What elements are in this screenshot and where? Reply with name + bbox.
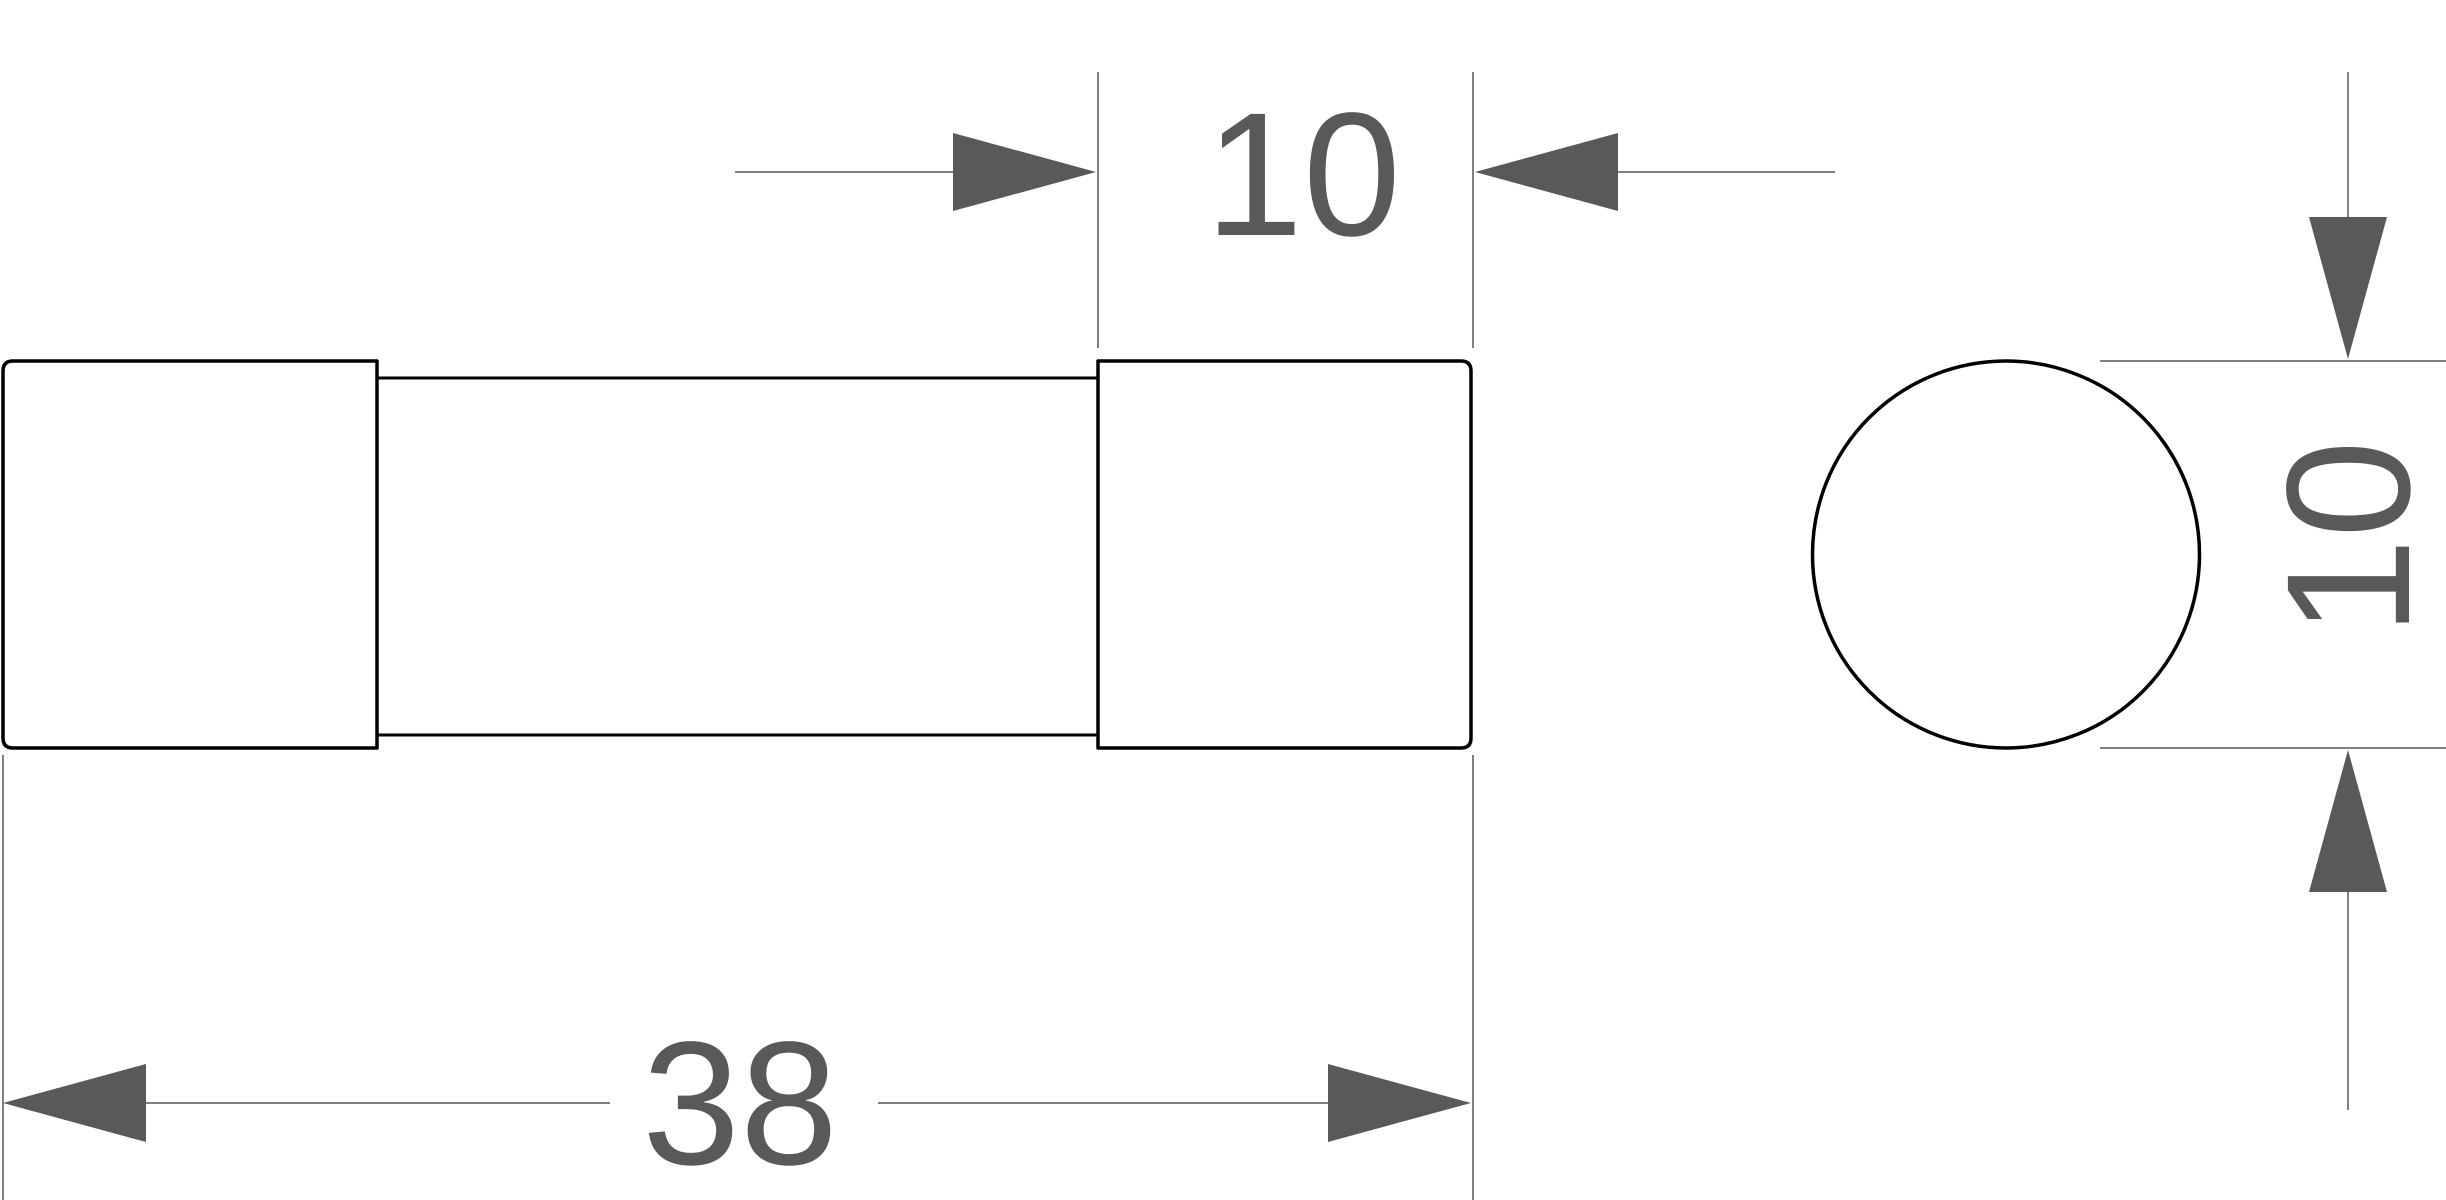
fuse-side-view bbox=[1, 359, 1473, 750]
dimension-arrows-group bbox=[3, 133, 2387, 1142]
overall-length-dimension-label: 38 bbox=[642, 1006, 838, 1200]
arrowhead-left-icon bbox=[1475, 133, 1618, 211]
right-end-cap bbox=[1096, 359, 1473, 750]
dimension-labels-group: 10 38 10 bbox=[642, 77, 2446, 1200]
end-view-circle bbox=[1810, 359, 2202, 750]
arrowhead-right-icon bbox=[953, 133, 1096, 211]
arrowhead-down-icon bbox=[2309, 217, 2387, 359]
arrowhead-up-icon bbox=[2309, 750, 2387, 892]
fuse-end-view bbox=[1810, 359, 2202, 750]
cap-width-dimension-label: 10 bbox=[1205, 77, 1401, 273]
left-end-cap bbox=[1, 359, 379, 750]
arrowhead-left-icon bbox=[3, 1064, 146, 1142]
dimension-lines-group bbox=[2, 72, 2446, 1200]
arrowhead-right-icon bbox=[1328, 1064, 1471, 1142]
diameter-dimension-label: 10 bbox=[2251, 440, 2446, 636]
